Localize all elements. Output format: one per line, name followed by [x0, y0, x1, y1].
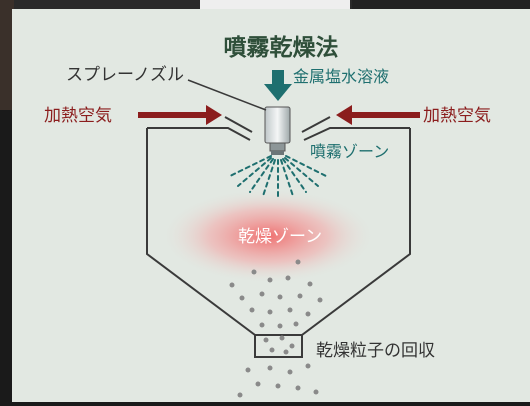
- vessel-top-left: [147, 127, 251, 141]
- liquid-feed-arrow: [264, 70, 292, 101]
- spray-pattern: [229, 155, 327, 199]
- vessel-outline: [146, 116, 411, 358]
- top-white-strip: [200, 0, 350, 9]
- dried-particles: [229, 259, 323, 398]
- nozzle-label: スプレーノズル: [66, 65, 184, 85]
- heated-air-label-right: 加熱空気: [423, 106, 491, 126]
- liquid-label: 金属塩水溶液: [293, 67, 389, 86]
- vessel-top-right: [303, 127, 410, 141]
- collection-label: 乾燥粒子の回収: [316, 341, 435, 361]
- diagram-title: 噴霧乾燥法: [224, 34, 339, 61]
- top-dark-strip: [352, 0, 530, 9]
- heated-air-label-left: 加熱空気: [44, 106, 112, 126]
- drying-zone-label: 乾燥ゾーン: [238, 227, 322, 247]
- left-photo-strip: [0, 0, 14, 110]
- inlet-deflector-left: [224, 116, 253, 133]
- inlet-deflector-right: [301, 116, 331, 133]
- spray-zone-label: 噴霧ゾーン: [310, 142, 389, 161]
- heated-air-arrow-left: [138, 105, 222, 125]
- vessel-body: [146, 128, 411, 358]
- nozzle-leader-line: [187, 79, 267, 111]
- drying-zone-glow: [160, 188, 376, 284]
- heated-air-arrow-right: [336, 105, 420, 125]
- spray-nozzle: [264, 106, 291, 155]
